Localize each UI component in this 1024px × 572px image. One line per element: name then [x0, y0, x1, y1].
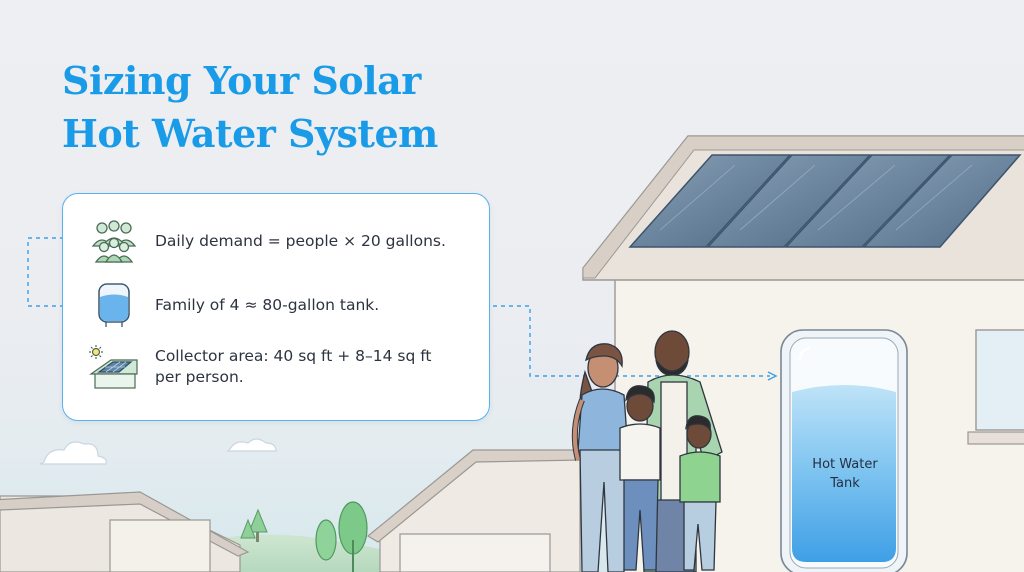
- solar-panel-2: [706, 154, 872, 248]
- water-tank-icon: [85, 280, 143, 330]
- tip-row-collector-area: Collector area: 40 sq ft + 8–14 sq ft pe…: [85, 342, 455, 392]
- tree-small-left: [240, 508, 268, 542]
- tank-label-line-2: Tank: [830, 476, 860, 491]
- family-illustration: [571, 330, 723, 572]
- people-group-icon: [85, 216, 143, 266]
- child-figure-younger: [679, 415, 721, 571]
- arrow-head-tank: [767, 371, 778, 381]
- neighbor-house-middle: [366, 449, 583, 572]
- tank-label: Hot Water Tank: [790, 455, 900, 493]
- tip-text-daily-demand: Daily demand = people × 20 gallons.: [155, 231, 446, 250]
- page-title: Sizing Your Solar Hot Water System: [62, 54, 438, 160]
- connector-lines: [27, 237, 770, 377]
- cloud-middle: [226, 438, 277, 452]
- tip-row-daily-demand: Daily demand = people × 20 gallons.: [85, 216, 455, 266]
- solar-collector-array: [628, 154, 1022, 248]
- title-line-2: Hot Water System: [62, 111, 438, 156]
- tip-text-collector-area: Collector area: 40 sq ft + 8–14 sq ft pe…: [155, 347, 432, 386]
- tip-text-tank-size: Family of 4 ≈ 80-gallon tank.: [155, 295, 380, 314]
- hot-water-tank: [780, 329, 908, 572]
- solar-panel-roof-icon: [85, 342, 143, 392]
- sizing-tips-card: Daily demand = people × 20 gallons. Fami…: [62, 193, 490, 421]
- title-line-1: Sizing Your Solar: [62, 58, 421, 103]
- cloud-left: [39, 441, 107, 465]
- tank-label-line-1: Hot Water: [812, 457, 878, 472]
- neighbor-house-left: [0, 491, 250, 572]
- solar-panel-1: [628, 154, 792, 248]
- tree-round: [315, 501, 368, 572]
- solar-panel-3: [784, 154, 952, 248]
- tip-row-tank-size: Family of 4 ≈ 80-gallon tank.: [85, 280, 455, 330]
- child-figure-older: [619, 385, 661, 571]
